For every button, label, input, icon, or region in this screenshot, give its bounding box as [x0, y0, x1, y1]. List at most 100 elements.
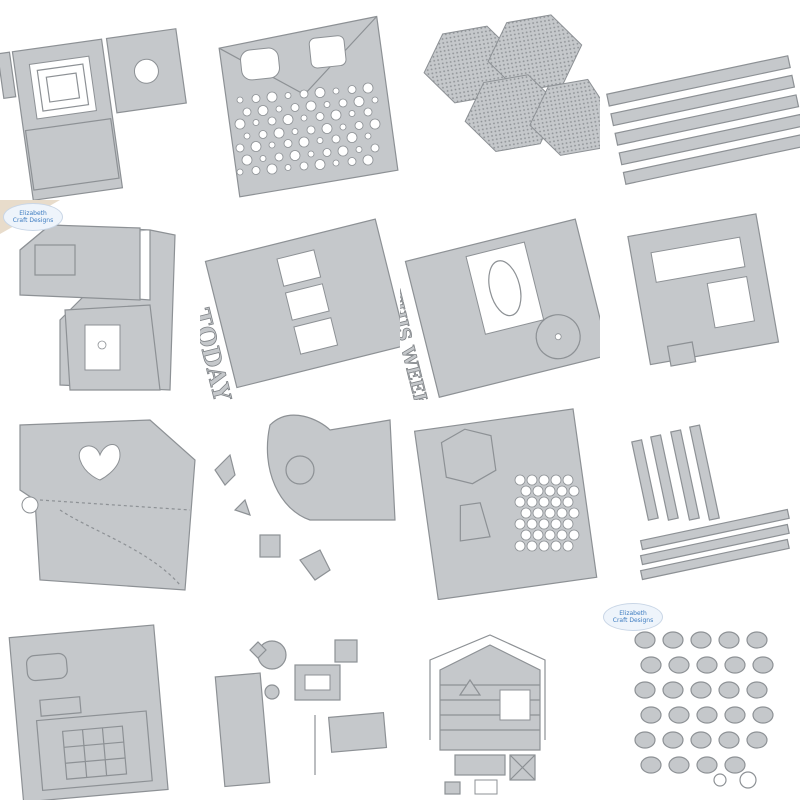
die-image	[0, 28, 187, 200]
product-tile-3[interactable]	[400, 0, 600, 200]
die-hole	[284, 92, 292, 99]
sentiment-die	[696, 756, 718, 774]
die-hole	[347, 85, 357, 94]
die-image	[429, 634, 546, 795]
product-tile-6[interactable]: TODAY	[200, 200, 400, 400]
die-hole	[353, 96, 365, 107]
die-hole	[370, 143, 380, 153]
brand-logo-text: Elizabeth Craft Designs	[12, 210, 54, 224]
honeycomb-cell	[550, 518, 562, 530]
die-image	[627, 213, 780, 367]
honeycomb-cell	[544, 485, 556, 497]
product-tile-7[interactable]: THIS WEEK	[400, 200, 600, 400]
die-hole	[266, 163, 278, 175]
product-tile-11[interactable]	[400, 400, 600, 600]
die-hole	[337, 145, 349, 157]
die-image: THIS WEEK	[400, 218, 600, 400]
die-image	[606, 55, 800, 185]
die-hole	[362, 154, 374, 166]
honeycomb-cell	[568, 507, 580, 519]
die-hole	[369, 118, 381, 130]
sentiment-die	[718, 631, 740, 649]
sentiment-die	[752, 706, 774, 724]
die-image	[413, 408, 598, 600]
die-hole	[348, 110, 356, 117]
die-hole	[236, 96, 244, 104]
die-hole	[300, 114, 308, 122]
product-tile-5[interactable]: Elizabeth Craft Designs	[0, 200, 200, 400]
honeycomb-cell	[538, 474, 550, 486]
die-hole	[299, 161, 309, 171]
die-hole	[332, 159, 340, 167]
die-hole	[362, 82, 374, 94]
die-image	[214, 639, 388, 788]
product-tile-13[interactable]	[0, 600, 200, 800]
sentiment-die	[724, 756, 746, 774]
die-hole	[282, 114, 294, 125]
die-hole	[371, 96, 379, 104]
die-hole	[354, 121, 364, 130]
honeycomb-cell	[562, 518, 574, 530]
product-tile-9[interactable]	[0, 400, 200, 600]
die-hole	[243, 132, 251, 140]
die-hole	[258, 130, 268, 139]
brand-logo: Elizabeth Craft Designs	[603, 603, 663, 631]
die-hole	[268, 141, 276, 149]
die-hole	[306, 125, 316, 135]
brand-logo-text: Elizabeth Craft Designs	[612, 610, 654, 624]
die-hole	[252, 119, 260, 126]
die-hole	[284, 164, 292, 171]
sentiment-die	[662, 731, 684, 749]
honeycomb-cell	[526, 540, 538, 552]
die-hole	[355, 146, 363, 153]
product-tile-15[interactable]	[400, 600, 600, 800]
product-tile-8[interactable]	[600, 200, 800, 400]
honeycomb-cell	[562, 474, 574, 486]
die-image	[8, 624, 169, 800]
die-hole	[305, 100, 317, 112]
sentiment-die	[724, 656, 746, 674]
sentiment-die	[696, 656, 718, 674]
die-hole	[234, 118, 246, 130]
brand-logo: Elizabeth Craft Designs	[3, 203, 63, 231]
honeycomb-cell	[556, 485, 568, 497]
die-hole	[267, 116, 277, 126]
die-hole	[364, 132, 372, 140]
product-tile-4[interactable]	[600, 0, 800, 200]
honeycomb-cell	[526, 496, 538, 508]
honeycomb-cell	[568, 485, 580, 497]
sentiment-die	[746, 631, 768, 649]
product-tile-10[interactable]	[200, 400, 400, 600]
sentiment-die	[634, 631, 656, 649]
honeycomb-cell	[568, 529, 580, 541]
product-tile-1[interactable]	[0, 0, 200, 200]
sentiment-die	[640, 706, 662, 724]
die-hole	[331, 134, 341, 144]
product-tile-12[interactable]	[600, 400, 800, 600]
product-tile-14[interactable]	[200, 600, 400, 800]
product-tile-2[interactable]	[200, 0, 400, 200]
product-tile-16[interactable]: Elizabeth Craft Designs	[600, 600, 800, 800]
die-hole	[314, 87, 326, 98]
honeycomb-cell	[544, 529, 556, 541]
honeycomb-cell	[562, 540, 574, 552]
honeycomb-cell	[514, 474, 526, 486]
sentiment-die	[668, 706, 690, 724]
die-hole	[250, 141, 262, 152]
die-hole	[275, 105, 283, 113]
die-image	[423, 14, 600, 156]
die-image	[218, 15, 399, 198]
sentiment-die	[634, 681, 656, 699]
sentiment-die	[662, 631, 684, 649]
honeycomb-cell	[550, 540, 562, 552]
die-hole	[347, 157, 357, 166]
die-image	[631, 424, 790, 581]
sentiment-die	[718, 681, 740, 699]
sentiment-die	[640, 756, 662, 774]
sentiment-die	[668, 756, 690, 774]
honeycomb-cell	[532, 507, 544, 519]
die-hole	[266, 91, 278, 103]
die-hole	[236, 168, 244, 176]
sentiment-die	[640, 656, 662, 674]
